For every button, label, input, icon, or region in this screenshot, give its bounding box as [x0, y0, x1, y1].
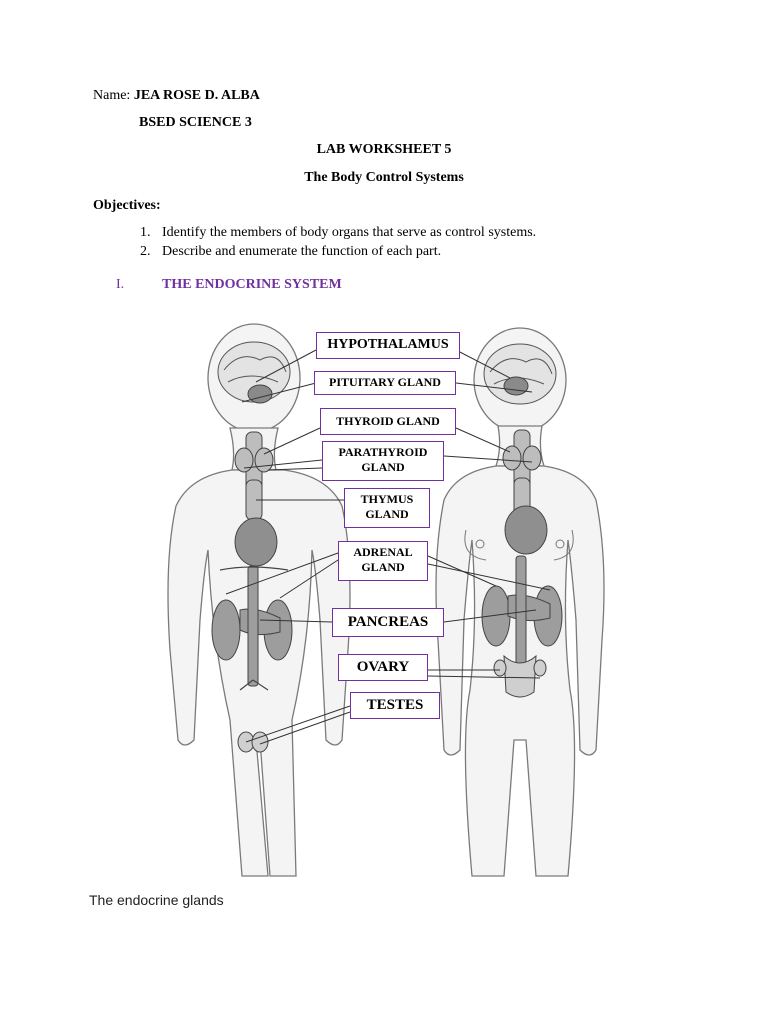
objective-item: 1.Identify the members of body organs th…: [140, 225, 537, 240]
section-number: I.: [116, 277, 125, 292]
label-thymus-gland: THYMUS GLAND: [344, 488, 430, 528]
label-adrenal-gland: ADRENAL GLAND: [338, 541, 428, 581]
objective-item: 2.Describe and enumerate the function of…: [140, 244, 442, 259]
worksheet-title: LAB WORKSHEET 5: [316, 142, 452, 157]
label-parathyroid-gland: PARATHYROID GLAND: [322, 441, 444, 481]
label-testes: TESTES: [350, 692, 440, 719]
label-pituitary-gland: PITUITARY GLAND: [314, 371, 456, 395]
name-label: Name:: [93, 88, 131, 103]
worksheet-subtitle: The Body Control Systems: [304, 170, 464, 185]
label-hypothalamus: HYPOTHALAMUS: [316, 332, 460, 359]
student-name-line: Name: JEA ROSE D. ALBA: [93, 88, 260, 104]
figure-caption: The endocrine glands: [89, 892, 224, 908]
objectives-list: 1.Identify the members of body organs th…: [140, 223, 536, 261]
section-title: THE ENDOCRINE SYSTEM: [162, 277, 342, 292]
label-pancreas: PANCREAS: [332, 608, 444, 637]
label-thyroid-gland: THYROID GLAND: [320, 408, 456, 435]
endocrine-figure: HYPOTHALAMUS PITUITARY GLAND THYROID GLA…: [160, 320, 610, 880]
course-label: BSED SCIENCE 3: [139, 115, 252, 130]
objectives-heading: Objectives:: [93, 198, 161, 213]
student-name: JEA ROSE D. ALBA: [133, 88, 260, 103]
body-illustration: [167, 323, 605, 877]
label-ovary: OVARY: [338, 654, 428, 681]
